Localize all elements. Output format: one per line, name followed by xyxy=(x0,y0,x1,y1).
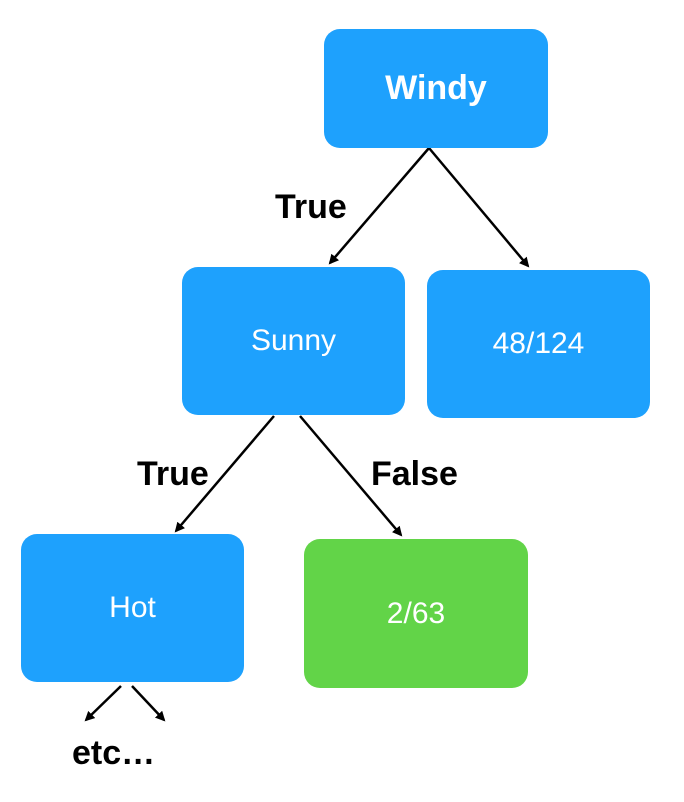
node-windy: Windy xyxy=(324,29,548,148)
edge-hot-right xyxy=(131,685,166,722)
node-sunny: Sunny xyxy=(182,267,405,415)
node-ratio-2-63: 2/63 xyxy=(304,539,528,688)
node-windy-label: Windy xyxy=(385,69,487,107)
node-ratio-48-124: 48/124 xyxy=(427,270,650,418)
edge-windy-sunny xyxy=(328,147,430,265)
edge-hot-left xyxy=(84,685,122,722)
node-hot: Hot xyxy=(21,534,244,682)
continuation-label: etc… xyxy=(72,734,156,772)
node-ratio-2-63-label: 2/63 xyxy=(386,596,446,630)
edge-label-sunny-hot: True xyxy=(137,455,209,493)
edge-label-windy-sunny: True xyxy=(275,188,347,226)
edge-sunny-2 xyxy=(299,415,403,537)
edge-label-sunny-ratio: False xyxy=(371,455,458,493)
edge-sunny-hot xyxy=(174,415,275,533)
node-hot-label: Hot xyxy=(109,591,156,624)
node-sunny-label: Sunny xyxy=(250,324,337,357)
edge-windy-48 xyxy=(428,147,530,268)
node-ratio-48-124-label: 48/124 xyxy=(492,327,585,360)
